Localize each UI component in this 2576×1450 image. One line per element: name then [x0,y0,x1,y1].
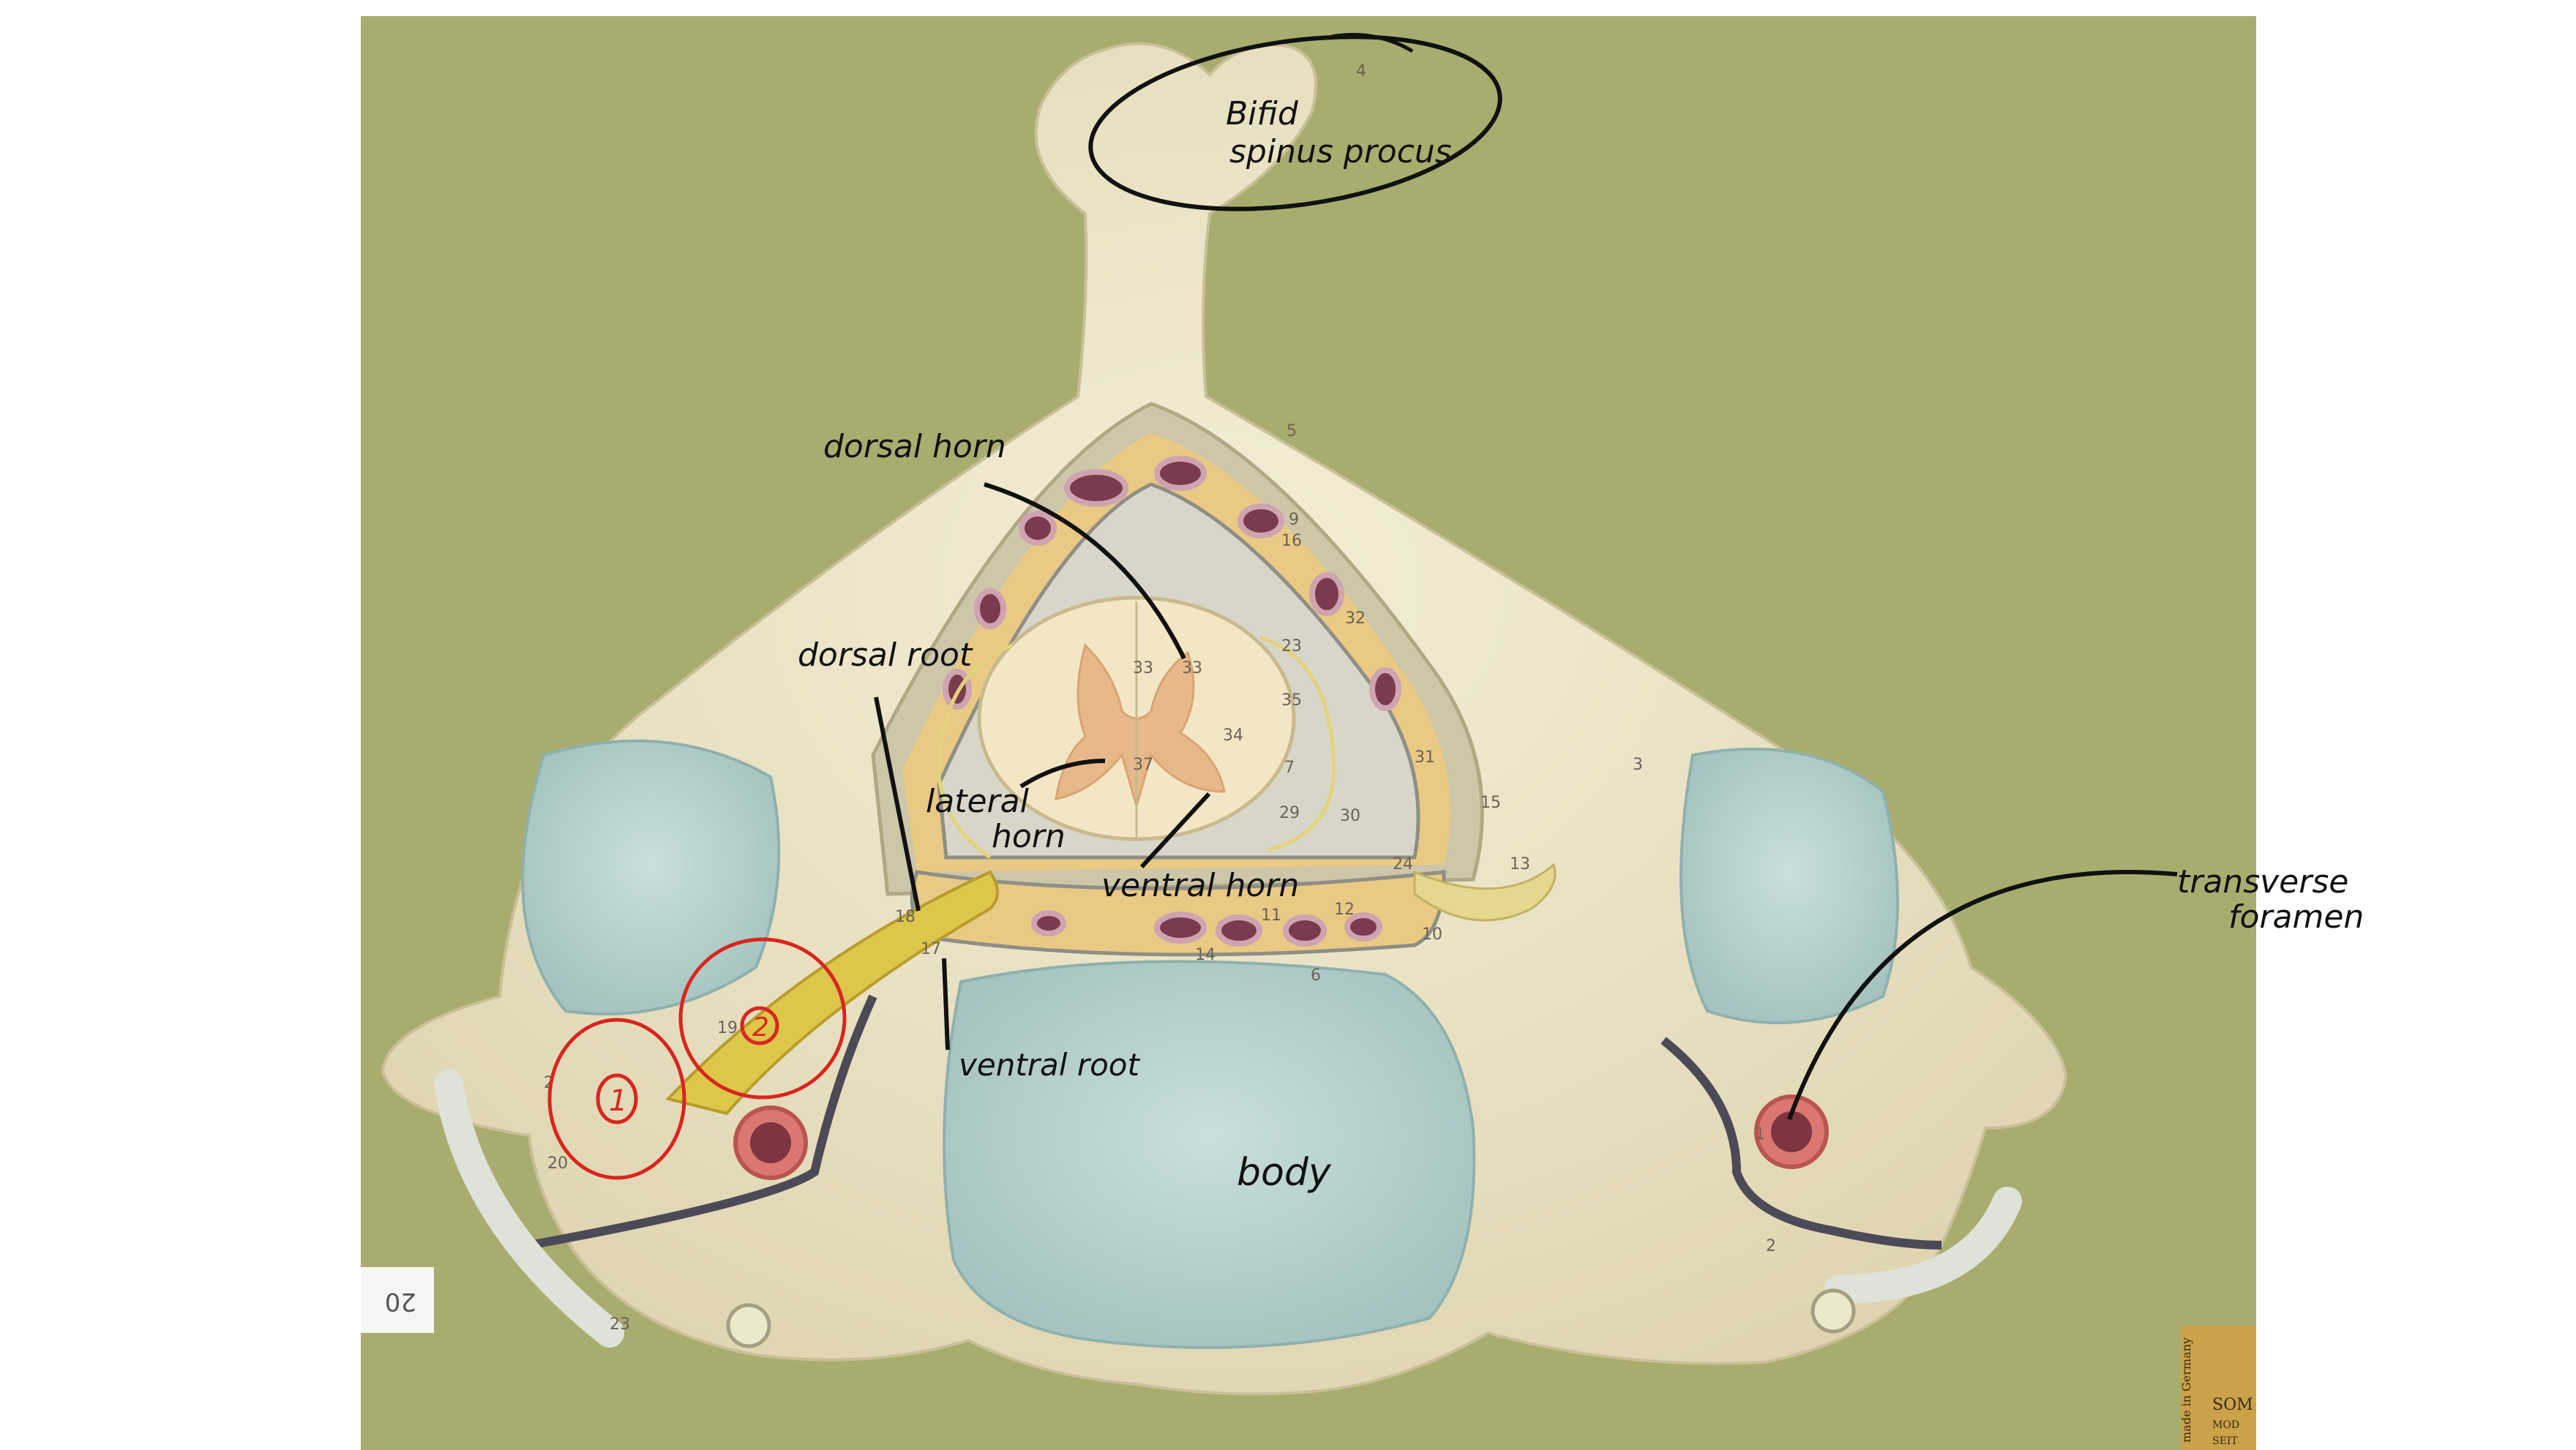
model-number: 37 [1133,756,1153,774]
dorsal-root-fibers-left [937,643,1013,860]
right-articular-facet [1680,747,1899,1024]
dorsal-root-pointer [874,696,921,912]
model-number: 20 [547,1154,568,1173]
dorsal-root-fibers [1260,636,1336,852]
ventral-root-label: ventral root [959,1047,1140,1083]
model-number: 19 [717,1019,738,1037]
label-line: SOM [2212,1396,2253,1414]
model-number: 3 [1633,756,1643,774]
marker-1-label: 1 [609,1084,627,1118]
model-number: 23 [610,1315,630,1334]
marker-1-inner [596,1073,638,1124]
model-number: 5 [1287,422,1297,440]
model-number: 13 [1510,855,1530,874]
bifid-tail [1331,33,1414,53]
marker-1-circle [547,1018,686,1180]
ventral-root-pointer [942,958,950,1051]
manufacturer-label: made in Germany SOM MOD SEIT [2179,1326,2256,1450]
ventral-horn-label: ventral horn [1101,867,1299,904]
right-nerve-cross-section [1811,1288,1856,1334]
marker-2-circle [678,937,847,1100]
model-number: 33 [1133,659,1153,677]
model-number: 24 [1393,855,1413,874]
left-transverse-foramen [733,1105,808,1180]
model-number: 7 [1284,759,1295,777]
model-number: 11 [1261,906,1281,925]
model-number: 33 [1182,659,1202,677]
model-number: 9 [1289,511,1299,529]
body-label: body [1237,1151,1332,1195]
right-vertebral-vein [1660,1037,1942,1250]
lateral-label: lateral [926,783,1030,820]
lateral-horn-pointer [1019,759,1106,789]
dorsal-root-label: dorsal root [798,636,973,674]
bifid-label: Bifid [1226,95,1299,132]
left-nerve-cross-section [726,1303,771,1348]
bifid-circle [1088,34,1502,211]
model-number: 4 [1356,62,1366,80]
model-number: 29 [1279,804,1300,822]
dorsal-horn-label: dorsal horn [823,428,1006,465]
label-line: SEIT [2212,1435,2238,1447]
model-number: 32 [1345,609,1366,628]
anterior-veins [1031,910,1382,947]
model-number: 18 [895,908,916,926]
label-line: MOD [2212,1419,2239,1431]
left-vertebral-vein [528,994,877,1250]
side-tag [361,1267,434,1333]
marker-2-inner [740,1006,779,1045]
side-tag-text: 20 [385,1287,416,1316]
model-number: 6 [1311,966,1321,985]
model-number: 31 [1415,748,1435,767]
model-number: 15 [1480,794,1501,812]
gray-matter [1055,643,1226,811]
vertebral-body [943,960,1476,1349]
model-number: 34 [1223,726,1243,745]
model-number: 10 [1422,925,1442,944]
epidural-veins [943,456,1401,711]
spinous-process-label: spinus procus [1229,133,1452,170]
ventral-horn-pointer [1139,792,1211,869]
model-number: 35 [1281,691,1302,710]
left-nerve-root [665,870,999,1116]
right-nerve-root [1413,863,1557,922]
right-spinal-nerve-tube [1824,1187,2022,1304]
model-number: 16 [1281,532,1302,550]
horn-label: horn [992,818,1066,855]
model-number: 14 [1195,946,1216,964]
model-number: 12 [1334,901,1355,919]
model-numbers: 4 5 9 16 23 32 33 33 35 34 37 7 29 30 31… [544,62,1776,1334]
foramen-label: foramen [2228,898,2364,936]
label-line: made in Germany [2179,1337,2193,1443]
transverse-label: transverse [2177,863,2348,901]
marker-2-label: 2 [752,1013,769,1043]
model-number: 30 [1340,807,1360,825]
model-number: 2 [1766,1237,1776,1255]
left-articular-facet [521,739,781,1015]
dorsal-horn-pointer [984,482,1186,660]
model-number: 23 [1281,637,1302,655]
transverse-foramen-pointer [1787,870,2178,1121]
left-spinal-nerve-tube [434,1070,624,1348]
model-number: 17 [921,940,941,958]
model-number: 1 [1755,1125,1765,1143]
right-transverse-foramen [1754,1094,1829,1169]
